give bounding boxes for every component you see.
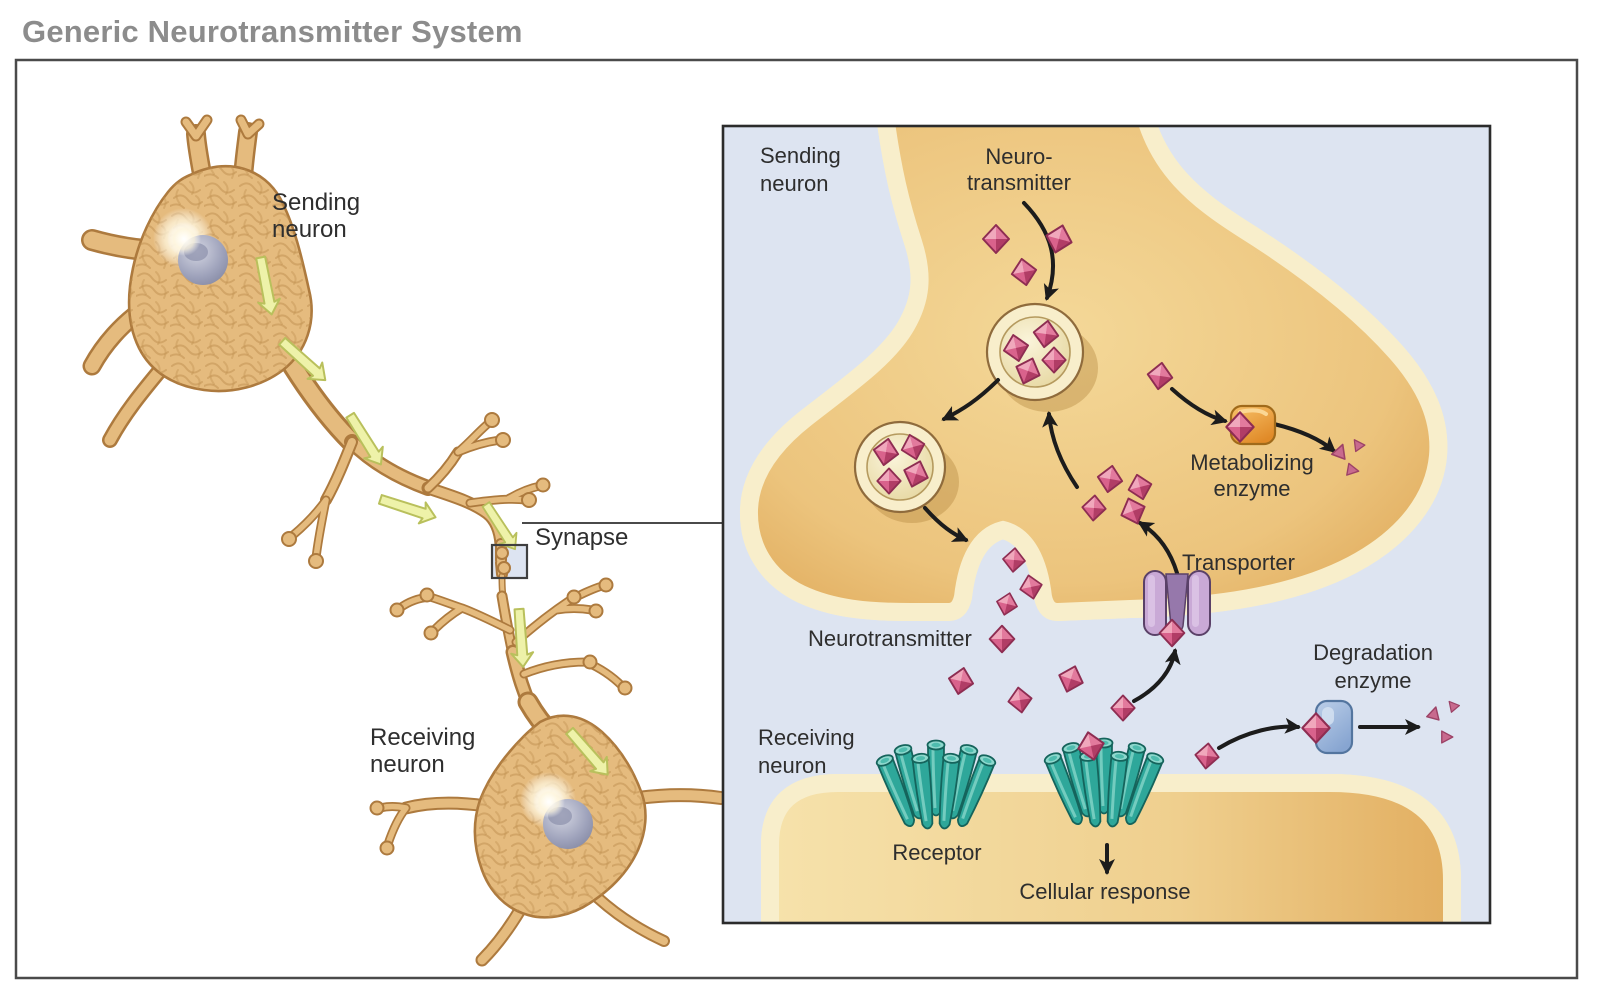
receptor-label: Receptor — [892, 840, 981, 865]
neurotransmitter-label: Neurotransmitter — [808, 626, 972, 651]
black-curved-arrow-icon — [1137, 521, 1179, 575]
transporter-label: Transporter — [1182, 550, 1295, 575]
transporter-icon — [1143, 570, 1211, 636]
process-arrows — [923, 201, 1421, 875]
metabolizing-enzyme-label-line2: enzyme — [1213, 476, 1290, 501]
receiving-neuron-label-line2: neuron — [370, 751, 445, 778]
inset-labels: Sending neuron Neuro- transmitter Metabo… — [758, 143, 1433, 904]
black-curved-arrow-icon — [1022, 201, 1059, 301]
synapse-detail-panel: Sending neuron Neuro- transmitter Metabo… — [721, 124, 1492, 925]
receiving-neuron-label-line1: Receiving — [370, 724, 475, 751]
black-curved-arrow-icon — [923, 506, 969, 542]
panel-border — [721, 124, 1492, 925]
inset-sending-neuron-label-line2: neuron — [760, 171, 829, 196]
black-curved-arrow-icon — [1272, 422, 1337, 453]
degradation-enzyme-label-line1: Degradation — [1313, 640, 1433, 665]
black-curved-arrow-icon — [1170, 387, 1228, 426]
black-curved-arrow-icon — [941, 378, 1000, 421]
receiving-neuron-drawing — [369, 577, 728, 967]
degradation-enzyme-label-line2: enzyme — [1334, 668, 1411, 693]
inset-receiving-neuron-label-line2: neuron — [758, 753, 827, 778]
synapse-zoom-box — [490, 543, 529, 580]
black-curved-arrow-icon — [1132, 648, 1181, 703]
cellular-response-label: Cellular response — [1019, 879, 1190, 904]
sending-neuron-drawing — [81, 114, 551, 600]
neurotransmitter-top-label-line1: Neuro- — [985, 144, 1052, 169]
synapse-label: Synapse — [535, 524, 628, 551]
black-curved-arrow-icon — [1217, 717, 1301, 750]
sending-neuron-label-line1: Sending — [272, 189, 360, 216]
neurotransmitter-top-label-line2: transmitter — [967, 170, 1071, 195]
inset-receiving-neuron-label-line1: Receiving — [758, 725, 855, 750]
black-curved-arrow-icon — [1042, 411, 1079, 489]
overview-illustration: Sending neuron Synapse Receiving neuron — [81, 114, 728, 967]
metabolizing-enzyme-label-line1: Metabolizing — [1190, 450, 1314, 475]
page-title: Generic Neurotransmitter System — [22, 14, 523, 49]
sending-neuron-label-line2: neuron — [272, 216, 347, 243]
inset-sending-neuron-label-line1: Sending — [760, 143, 841, 168]
